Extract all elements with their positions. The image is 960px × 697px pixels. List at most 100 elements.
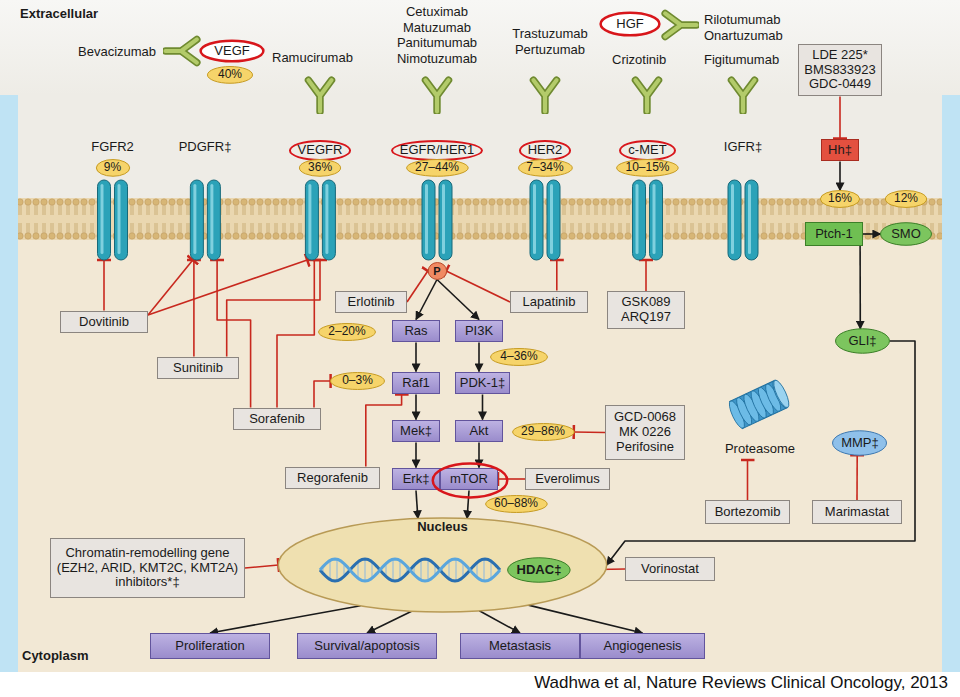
text-group: Proteasome: [725, 442, 795, 457]
node-text: 16%: [828, 192, 852, 206]
text-group: VEGFR: [289, 140, 352, 161]
percent-oval: 36%: [299, 159, 341, 177]
inhibition-line: [193, 260, 195, 357]
cytoplasm: [18, 240, 942, 672]
node-text: Angiogenesis: [603, 639, 681, 654]
receptor: c-MET10–15%: [605, 140, 690, 260]
text-group: VEGF: [214, 44, 249, 59]
text-group: GCD-0068 MK 0226 Perifosine: [610, 410, 680, 455]
node-text: 36%: [308, 161, 332, 175]
activation-arrow: [863, 233, 881, 235]
node-text: 60–88%: [494, 497, 538, 511]
text-group: Sunitinib: [173, 361, 223, 376]
node-text: P: [433, 265, 440, 278]
receptor-drawing: [377, 180, 497, 260]
receptor-drawing: [285, 180, 356, 260]
percent-oval: 40%: [207, 66, 253, 84]
text-group: 2–20%: [328, 325, 365, 339]
node-text: Akt: [470, 424, 489, 439]
node-text: Metastasis: [489, 639, 551, 654]
inhibition-line: [277, 260, 314, 408]
node-text: LDE 225* BMS833923 GDC-0449: [803, 48, 877, 93]
text-group: Erlotinib: [348, 295, 395, 310]
node-text: Regorafenib: [297, 471, 368, 486]
text-group: Metastasis: [489, 639, 551, 654]
node-text: Ras: [404, 324, 427, 339]
drug-box: Bortezomib: [705, 500, 790, 524]
text-group: Regorafenib: [297, 471, 368, 486]
text-group: GSK089 ARQ197: [612, 295, 680, 325]
percent-oval: 60–88%: [485, 495, 548, 513]
text-group: SMO: [891, 227, 921, 242]
signal-box: PI3K: [455, 320, 503, 343]
text-group: 0–3%: [342, 374, 373, 388]
receptor-chain: [98, 180, 111, 260]
activation-arrow: [415, 343, 417, 372]
text-group: Angiogenesis: [603, 639, 681, 654]
node-text: Dovitinib: [79, 315, 129, 330]
node-text: VEGFR: [289, 140, 352, 161]
text-group: Dovitinib: [79, 315, 129, 330]
activation-arrow: [415, 443, 417, 468]
drug-label: Crizotinib: [612, 52, 666, 68]
receptor-drawing: [85, 180, 140, 260]
text-group: MMP‡: [841, 436, 879, 451]
drug-box: Regorafenib: [285, 467, 380, 490]
drug-box: Sunitinib: [157, 357, 239, 380]
text-group: Proliferation: [175, 639, 244, 654]
outcome-box: Proliferation: [150, 633, 270, 659]
activation-arrow: [528, 605, 642, 633]
text-group: Ras: [404, 324, 427, 339]
node-text: FGFR2: [91, 140, 134, 155]
node-text: Bortezomib: [715, 505, 781, 520]
node-text: SMO: [891, 227, 921, 242]
protein-ellipse: GLI‡: [835, 328, 890, 354]
receptor-chain: [305, 180, 318, 260]
antibody: [533, 80, 556, 111]
receptor: PDGFR‡: [175, 140, 236, 260]
inhibition-line: [314, 381, 331, 408]
node-text: 2–20%: [328, 325, 365, 339]
percent-oval: 2–20%: [318, 323, 376, 341]
node-text: Raf1: [402, 376, 429, 391]
region-label: Cytoplasm: [22, 648, 88, 664]
node-text: HDAC‡: [517, 563, 562, 578]
activation-arrow: [467, 491, 469, 519]
inhibition-line: [446, 271, 510, 302]
percent-oval: 10–15%: [616, 159, 679, 177]
node-text: MMP‡: [841, 436, 879, 451]
inhibition-line: [407, 271, 428, 302]
text-group: IGFR‡: [724, 140, 762, 155]
text-group: 4–36%: [500, 350, 537, 364]
node-text: 7–34%: [526, 161, 563, 175]
extracellular-space: [0, 0, 960, 95]
lipid-bilayer: [18, 198, 942, 240]
outcome-box: Metastasis: [460, 633, 580, 659]
text-group: 16%: [828, 192, 852, 206]
text-group: Survival/apoptosis: [314, 639, 420, 654]
activation-arrow: [607, 341, 915, 565]
node-text: GSK089 ARQ197: [612, 295, 680, 325]
inhibition-line: [574, 431, 605, 433]
node-text: Sunitinib: [173, 361, 223, 376]
receptor-box: Ptch-1: [805, 222, 863, 246]
text-group: GLI‡: [848, 334, 876, 349]
node-text: Hh‡: [828, 143, 852, 158]
drug-box: Chromatin-remodelling gene (EZH2, ARID, …: [50, 538, 245, 598]
node-text: 4–36%: [500, 350, 537, 364]
region-label: Extracellular: [20, 6, 98, 22]
signal-box: Ras: [392, 320, 440, 343]
text-group: EGFR/HER1: [391, 140, 483, 161]
drug-box: Sorafenib: [233, 408, 321, 431]
activation-arrow: [210, 606, 361, 633]
text-group: PDGFR‡: [179, 140, 232, 155]
text-group: Vorinostat: [641, 562, 699, 577]
proteasome-drawing: [715, 388, 805, 442]
node-text: GCD-0068 MK 0226 Perifosine: [610, 410, 680, 455]
antibody: [166, 39, 197, 62]
inhibition-line: [747, 460, 749, 500]
drug-label: Figitumumab: [704, 52, 779, 68]
drug-box: GSK089 ARQ197: [607, 291, 685, 329]
inhibition-line: [227, 260, 320, 357]
